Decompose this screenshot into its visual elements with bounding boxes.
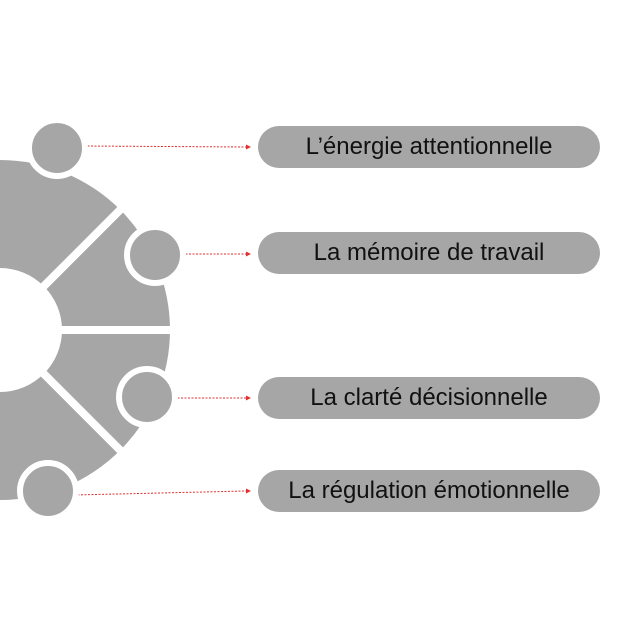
node-circle-1 [26, 117, 88, 179]
node-circle-4 [17, 460, 79, 522]
arrowhead [246, 251, 251, 257]
label-text-4: La régulation émotionnelle [288, 477, 570, 504]
label-text-1: L’énergie attentionnelle [305, 133, 553, 160]
label-text-2: La mémoire de travail [313, 239, 545, 266]
label-pill-4: La régulation émotionnelle [258, 470, 600, 512]
node-circle-2 [124, 224, 186, 286]
label-pill-3: La clarté décisionnelle [258, 377, 600, 419]
arrowhead [246, 395, 251, 401]
connector-4 [73, 490, 247, 496]
separator [35, 201, 129, 295]
connectors [73, 145, 247, 496]
ring-separators [35, 201, 176, 459]
connector-1 [83, 145, 247, 148]
ring-segment-1 [0, 160, 121, 287]
arrowhead [246, 144, 251, 150]
label-pill-1: L’énergie attentionnelle [258, 126, 600, 168]
node-circle-3 [116, 366, 178, 428]
label-text-3: La clarté décisionnelle [310, 384, 548, 411]
arrowhead [246, 488, 251, 494]
connector-arrows [246, 144, 251, 494]
label-pill-2: La mémoire de travail [258, 232, 600, 274]
separator [35, 365, 129, 459]
nodes [17, 117, 186, 522]
